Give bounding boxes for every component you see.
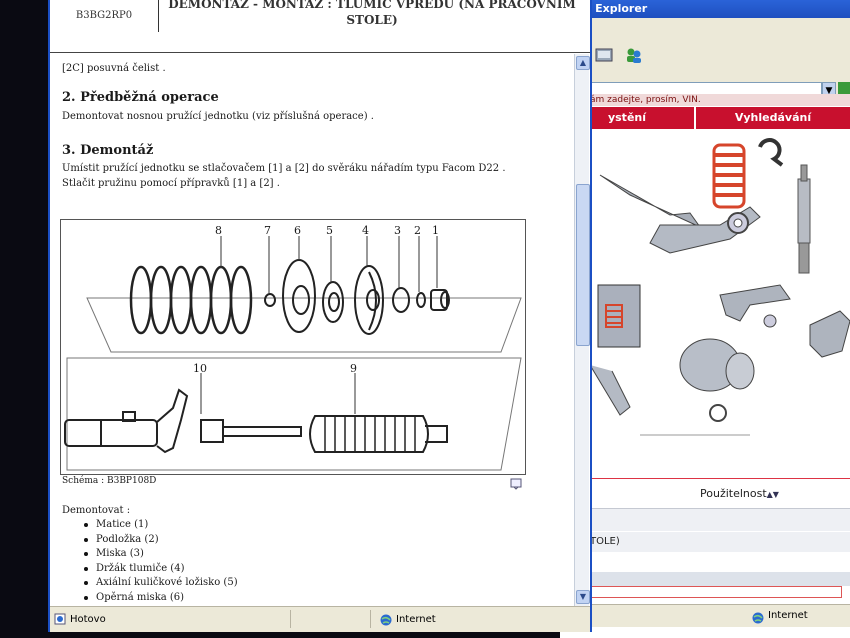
- page-done-icon: [54, 613, 66, 625]
- callout-5: 5: [326, 224, 333, 237]
- scroll-down-icon[interactable]: ▼: [576, 590, 590, 604]
- bracket-part-icon[interactable]: [809, 310, 850, 358]
- scroll-thumb[interactable]: [576, 184, 590, 346]
- list-item: Matice (1): [84, 518, 238, 533]
- background-divider: [590, 478, 850, 479]
- section2-text: Demontovat nosnou pružící jednotku (viz …: [62, 111, 374, 122]
- list-item: Opěrná miska (6): [84, 591, 238, 606]
- globe-icon: [380, 614, 392, 626]
- part-7: [264, 293, 276, 307]
- control-box-icon[interactable]: [597, 284, 641, 348]
- globe-icon: [752, 611, 764, 633]
- background-row-empty: [590, 572, 850, 586]
- parts-illustration[interactable]: [590, 135, 850, 445]
- part-1: [430, 289, 450, 311]
- part-3: [392, 287, 410, 313]
- part-2: [416, 292, 426, 308]
- background-window-title: t Explorer: [586, 2, 648, 15]
- schema-caption: Schéma : B3BP108D: [62, 476, 157, 486]
- document-header: B3BG2RP0 DEMONTÁŽ - MONTÁŽ : TLUMIČ VPŘE…: [50, 0, 590, 53]
- sort-arrows-icon: ▲▼: [766, 490, 779, 499]
- hub-part-icon[interactable]: [679, 338, 755, 422]
- exploded-diagram: 8 7 6 5 4 3 2 1 10 9: [60, 219, 526, 475]
- status-done: Hotovo: [70, 614, 106, 625]
- list-item: Podložka (2): [84, 533, 238, 548]
- tab-identification[interactable]: ystění: [560, 107, 694, 129]
- callout-7: 7: [264, 224, 271, 237]
- background-row-item[interactable]: TOLE): [590, 532, 850, 552]
- document-title: DEMONTÁŽ - MONTÁŽ : TLUMIČ VPŘEDU (NA PR…: [168, 0, 576, 27]
- zoom-diagram-icon[interactable]: [510, 478, 522, 490]
- document-window: B3BG2RP0 DEMONTÁŽ - MONTÁŽ : TLUMIČ VPŘE…: [48, 0, 592, 632]
- background-toolbar: [560, 18, 850, 80]
- clip-part-icon[interactable]: [758, 138, 784, 167]
- arm-part-icon[interactable]: [599, 174, 761, 254]
- part-4: [354, 265, 384, 335]
- list-item: Držák tlumiče (4): [84, 562, 238, 577]
- document-code: B3BG2RP0: [50, 0, 159, 32]
- tab-search[interactable]: Vyhledávání: [696, 107, 850, 129]
- callout-3: 3: [394, 224, 401, 237]
- background-input-field[interactable]: [590, 586, 842, 598]
- document-content: [2C] posuvná čelist . 2. Předběžná opera…: [50, 54, 574, 606]
- messenger-icon[interactable]: [624, 46, 644, 64]
- status-separator: [370, 610, 371, 628]
- section3-line2: Stlačit pružinu pomocí přípravků [1] a […: [62, 178, 280, 189]
- status-bar: Hotovo Internet: [50, 606, 590, 632]
- intro-line: [2C] posuvná čelist .: [62, 63, 166, 74]
- vin-message: ám zadejte, prosím, VIN.: [560, 94, 850, 106]
- demontovat-list: Matice (1) Podložka (2) Miska (3) Držák …: [84, 518, 238, 605]
- background-browser-window: t Explorer ▼ ám zadejte, prosím, VIN. ys…: [560, 0, 850, 638]
- callout-8: 8: [215, 224, 222, 237]
- status-separator: [290, 610, 291, 628]
- spring-part-8: [129, 265, 253, 335]
- background-title-bar[interactable]: t Explorer: [560, 0, 850, 18]
- status-zone: Internet: [396, 614, 436, 625]
- rod-part-icon[interactable]: [590, 364, 631, 416]
- background-row-header: [590, 508, 850, 531]
- usage-toggle[interactable]: Použitelnost▲▼: [700, 487, 779, 500]
- dust-boot-part-9: [309, 415, 448, 453]
- callout-4: 4: [362, 224, 369, 237]
- part-6: [282, 259, 316, 333]
- list-item: Axiální kuličkové ložisko (5): [84, 576, 238, 591]
- print-icon[interactable]: [594, 46, 614, 64]
- vertical-scrollbar[interactable]: ▲ ▼: [574, 54, 590, 606]
- section3-line1: Umístit pružící jednotku se stlačovačem …: [62, 163, 506, 174]
- demontovat-label: Demontovat :: [62, 505, 131, 516]
- part-5: [322, 281, 344, 323]
- section3-heading: 3. Demontáž: [62, 143, 154, 158]
- background-status-bar: Internet: [560, 604, 850, 627]
- spring-part-icon[interactable]: [712, 143, 746, 209]
- list-item: Miska (3): [84, 547, 238, 562]
- callout-2: 2: [414, 224, 421, 237]
- callout-6: 6: [294, 224, 301, 237]
- background-tabs: ystění Vyhledávání: [560, 107, 850, 129]
- section2-heading: 2. Předběžná operace: [62, 90, 219, 105]
- lever-part-icon[interactable]: [719, 284, 791, 328]
- shock-part-icon[interactable]: [797, 164, 811, 274]
- callout-9: 9: [350, 362, 357, 375]
- callout-10: 10: [193, 362, 207, 375]
- callout-1: 1: [432, 224, 439, 237]
- leader-lines-top: [220, 236, 438, 294]
- shock-absorber-part-10: [64, 388, 302, 454]
- scroll-up-icon[interactable]: ▲: [576, 56, 590, 70]
